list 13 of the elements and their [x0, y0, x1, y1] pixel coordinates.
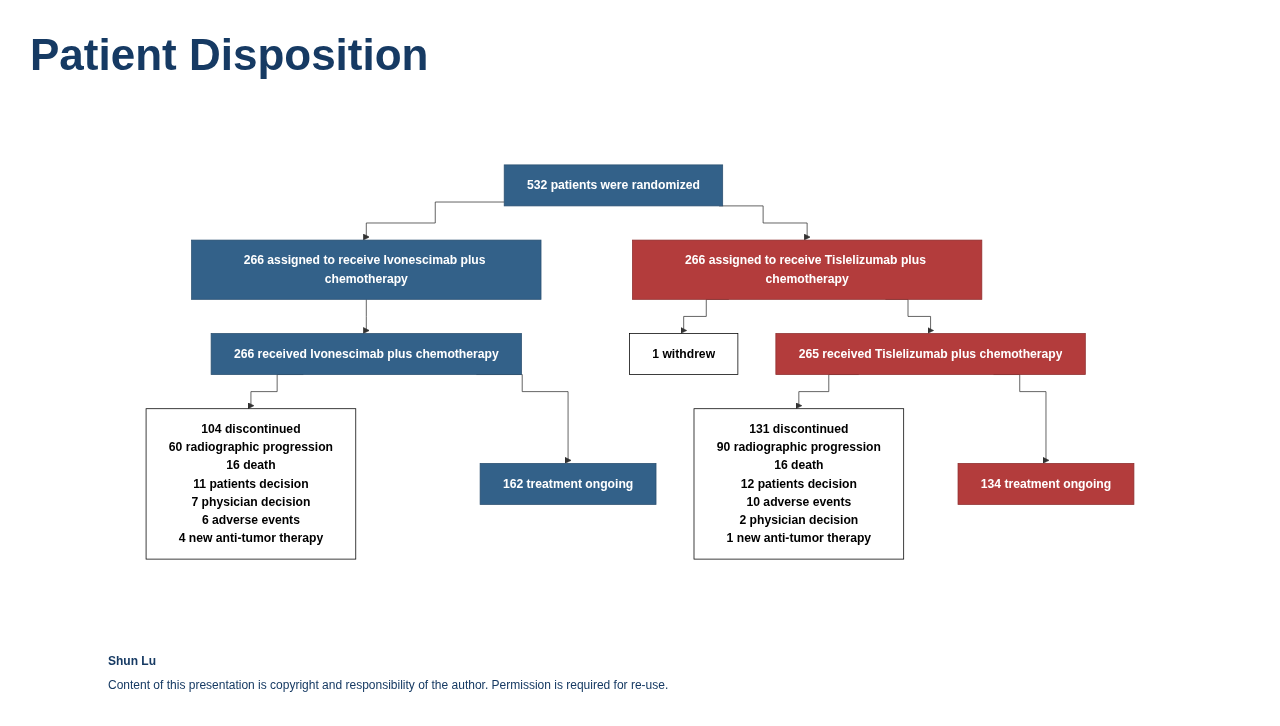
node-box: 532 patients were randomized [503, 164, 724, 207]
node-box: 162 treatment ongoing [479, 463, 657, 505]
node-box: 266 assigned to receive Tislelizumab plus chemotherapy [632, 239, 983, 300]
node-box: 104 discontinued 60 radiographic progression 16 death 11 patients decision 7 physician decision 6 adverse events 4 new anti-tumor therapy [145, 408, 357, 560]
slide-title: Patient Disposition [30, 30, 429, 80]
node-box: 265 received Tislelizumab plus chemotherapy [775, 333, 1086, 375]
node-box: 1 withdrew [629, 333, 739, 375]
author-name: Shun Lu [108, 654, 157, 668]
node-box: 134 treatment ongoing [957, 463, 1135, 505]
node-box: 131 discontinued 90 radiographic progression 16 death 12 patients decision 10 adverse events 2 physician decision 1 new anti-tumor therapy [693, 408, 905, 560]
node-box: 266 assigned to receive Ivonescimab plus chemotherapy [191, 239, 542, 300]
node-box: 266 received Ivonescimab plus chemotherapy [210, 333, 522, 375]
footer-note: Content of this presentation is copyright and responsibility of the author. Permission is required for re-use. [108, 678, 669, 692]
